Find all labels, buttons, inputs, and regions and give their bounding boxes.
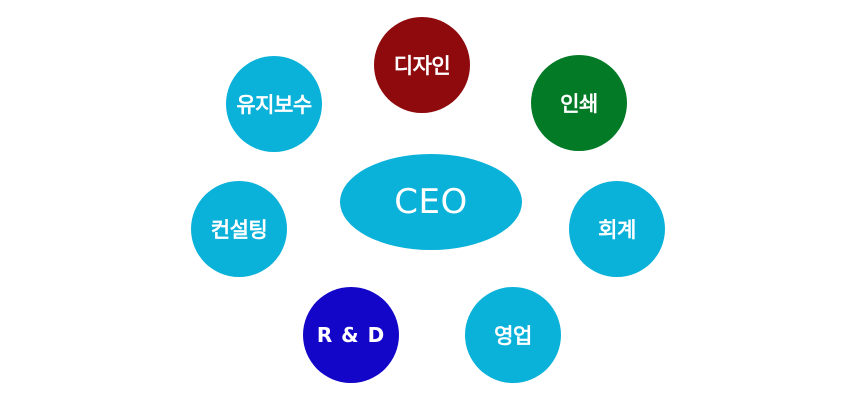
department-node-design: 디자인	[374, 17, 470, 113]
ceo-node: CEO	[340, 154, 522, 250]
department-node-rnd: R & D	[303, 287, 399, 383]
department-node-print: 인쇄	[531, 55, 627, 151]
department-node-sales: 영업	[465, 287, 561, 383]
department-node-consulting: 컨설팅	[191, 181, 287, 277]
department-node-maintenance: 유지보수	[226, 56, 322, 152]
department-node-accounting: 회계	[569, 181, 665, 277]
